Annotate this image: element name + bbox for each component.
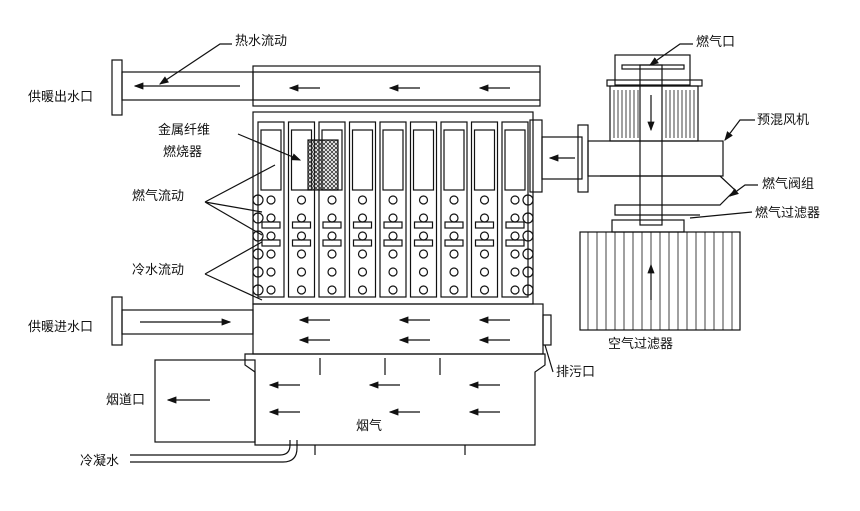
label-premix-fan: 预混风机 bbox=[757, 113, 810, 128]
side-tube bbox=[522, 194, 534, 206]
label-drain: 排污口 bbox=[556, 365, 596, 380]
leader-lines bbox=[159, 43, 758, 373]
side-tube bbox=[522, 266, 534, 278]
air-filter bbox=[579, 231, 741, 331]
water-tube-columns bbox=[252, 121, 534, 298]
label-burner-1: 金属纤维 bbox=[158, 123, 211, 138]
side-tube bbox=[252, 194, 264, 206]
side-tube bbox=[252, 266, 264, 278]
condensate-pipe bbox=[130, 440, 298, 463]
tube-column bbox=[409, 121, 438, 298]
flow-arrows bbox=[268, 84, 510, 416]
label-heating-outlet: 供暖出水口 bbox=[28, 90, 94, 105]
side-tube bbox=[522, 230, 534, 242]
flue-gas-chamber bbox=[154, 353, 546, 455]
cold-water-header bbox=[252, 303, 552, 355]
label-gas-inlet: 燃气口 bbox=[696, 35, 736, 50]
tube-column bbox=[470, 121, 499, 298]
side-tube bbox=[252, 248, 264, 260]
side-tube bbox=[252, 212, 264, 224]
label-flue-gas: 烟气 bbox=[356, 419, 383, 434]
label-air-filter: 空气过滤器 bbox=[608, 337, 674, 352]
side-tube bbox=[522, 248, 534, 260]
label-heating-inlet: 供暖进水口 bbox=[28, 320, 94, 335]
label-gas-filter: 燃气过滤器 bbox=[755, 206, 821, 221]
hot-water-header bbox=[252, 65, 541, 107]
heating-inlet-pipe bbox=[111, 296, 254, 346]
label-gas-valve-group: 燃气阀组 bbox=[762, 177, 815, 192]
side-tube bbox=[252, 284, 264, 296]
fan-connection bbox=[529, 119, 589, 193]
label-condensate: 冷凝水 bbox=[80, 454, 120, 469]
tube-column bbox=[379, 121, 407, 298]
heating-outlet-pipe bbox=[111, 59, 254, 116]
label-flue-outlet: 烟道口 bbox=[106, 393, 146, 408]
side-tube bbox=[252, 230, 264, 242]
tube-column bbox=[440, 121, 468, 298]
heat-exchanger-body bbox=[252, 111, 534, 305]
metal-fiber-burner bbox=[307, 139, 339, 191]
side-tube bbox=[522, 284, 534, 296]
tube-column bbox=[348, 121, 377, 298]
label-cold-water-flow: 冷水流动 bbox=[132, 263, 185, 278]
label-burner-2: 燃烧器 bbox=[163, 145, 203, 160]
premix-fan bbox=[587, 54, 736, 233]
fan-ribs bbox=[613, 90, 695, 138]
tube-column bbox=[501, 121, 529, 298]
tube-column bbox=[257, 121, 285, 298]
side-tube bbox=[522, 212, 534, 224]
label-hot-water-flow: 热水流动 bbox=[235, 34, 288, 49]
label-gas-flow: 燃气流动 bbox=[132, 189, 185, 204]
